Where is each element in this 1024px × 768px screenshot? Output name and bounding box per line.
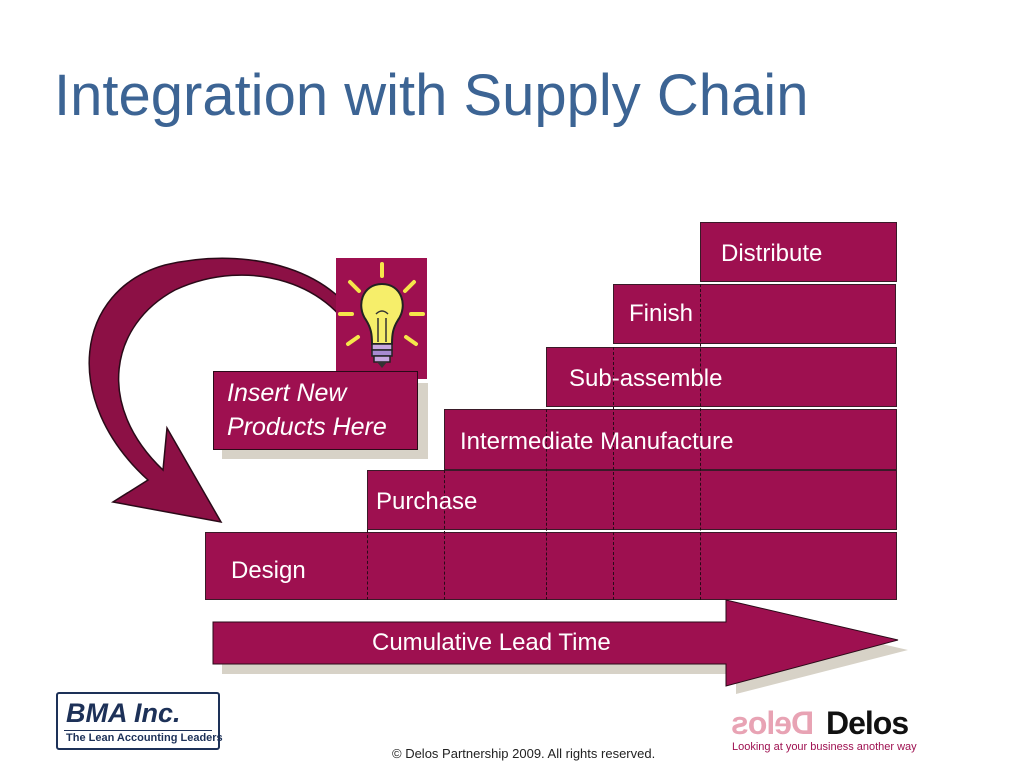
note-line-1: Insert New: [227, 379, 347, 407]
lead-time-label: Cumulative Lead Time: [372, 629, 611, 656]
bar-design: [205, 532, 897, 600]
bma-logo-name: BMA Inc.: [66, 698, 181, 728]
stage-label-distribute: Distribute: [721, 240, 823, 267]
note-line-2: Products Here: [227, 413, 387, 441]
stage-divider: [700, 284, 701, 600]
slide-title: Integration with Supply Chain: [54, 63, 809, 128]
copyright-footer: © Delos Partnership 2009. All rights res…: [392, 746, 656, 761]
stage-divider: [367, 530, 368, 600]
stage-label-design: Design: [231, 557, 306, 584]
stage-divider: [444, 470, 445, 600]
bar-intermediate: [444, 409, 897, 470]
bar-distribute: [700, 222, 897, 282]
delos-logo-name: Delos: [826, 705, 909, 741]
delos-logo-tagline: Looking at your business another way: [732, 741, 917, 753]
stage-divider: [546, 409, 547, 600]
bar-sub-assemble: [546, 347, 897, 407]
lightbulb-icon: [336, 258, 427, 379]
stage-label-purchase: Purchase: [376, 488, 478, 515]
stage-divider: [613, 347, 614, 600]
insert-products-note: Insert New Products Here: [213, 371, 418, 450]
bma-logo-tagline: The Lean Accounting Leaders: [66, 732, 223, 744]
stage-label-intermediate: Intermediate Manufacture: [460, 428, 734, 455]
delos-logo: Delos Delos Looking at your business ano…: [730, 705, 940, 755]
stage-label-finish: Finish: [629, 300, 694, 327]
delos-logo-mirror: Delos: [732, 705, 815, 741]
bar-purchase: [367, 470, 897, 530]
stage-label-sub-assemble: Sub-assemble: [569, 365, 723, 392]
bma-logo-rule: [64, 730, 212, 731]
bar-finish: [613, 284, 896, 344]
bma-logo: BMA Inc. The Lean Accounting Leaders: [56, 692, 223, 750]
